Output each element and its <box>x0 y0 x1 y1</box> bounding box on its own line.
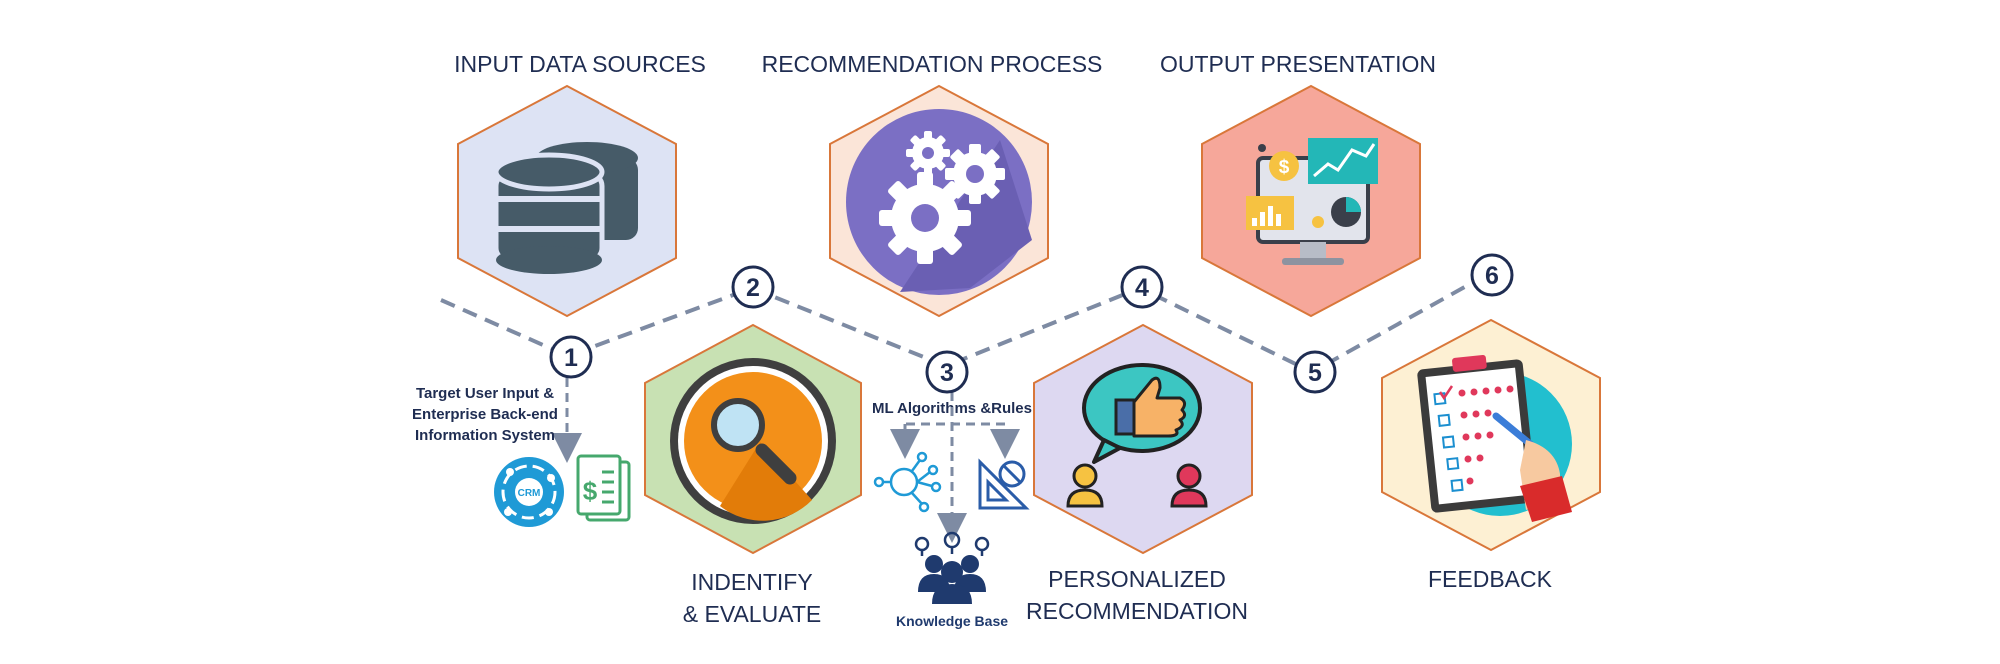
title-output-presentation: OUTPUT PRESENTATION <box>1160 51 1436 77</box>
clipboard-feedback-icon <box>1417 354 1572 522</box>
database-icon <box>493 142 638 274</box>
step-number-2: 2 <box>746 274 760 302</box>
invoice-dollar-icon: $ <box>583 476 598 506</box>
title-input-data-sources: INPUT DATA SOURCES <box>454 51 706 77</box>
magnifier-icon <box>670 358 836 524</box>
step1-label-line1: Target User Input & <box>416 385 554 402</box>
caption-identify-line2: & EVALUATE <box>683 601 821 627</box>
step-marker-6: 6 <box>1470 253 1514 297</box>
step-number-6: 6 <box>1485 262 1499 290</box>
step-marker-3: 3 <box>925 350 969 394</box>
arrow-step3-branches <box>903 422 1020 459</box>
knowledge-base-people-icon <box>914 531 990 604</box>
caption-personalized-line2: RECOMMENDATION <box>1026 598 1248 624</box>
step-number-4: 4 <box>1135 274 1149 302</box>
step-number-1: 1 <box>564 344 578 372</box>
dashboard-monitor-icon: $ <box>1246 138 1378 265</box>
step-number-5: 5 <box>1308 359 1322 387</box>
caption-feedback: FEEDBACK <box>1428 566 1553 592</box>
step-marker-5: 5 <box>1293 350 1337 394</box>
caption-identify-line1: INDENTIFY <box>691 569 812 595</box>
crm-badge-text: CRM <box>518 488 541 499</box>
step-marker-2: 2 <box>731 265 775 309</box>
step-marker-4: 4 <box>1120 265 1164 309</box>
gears-icon <box>846 109 1032 295</box>
invoice-document-icon: $ <box>576 454 631 522</box>
step-number-3: 3 <box>940 359 954 387</box>
knowledge-base-label: Knowledge Base <box>896 613 1008 629</box>
step-marker-1: 1 <box>549 335 593 379</box>
step1-label-line2: Enterprise Back-end <box>412 406 558 423</box>
network-nodes-icon <box>873 451 942 513</box>
caption-personalized-line1: PERSONALIZED <box>1048 566 1226 592</box>
step1-label-line3: Information System <box>415 427 555 444</box>
ruler-protractor-icon <box>978 458 1030 510</box>
dollar-sign-icon: $ <box>1279 157 1290 178</box>
crm-icon: CRM <box>494 457 564 527</box>
thumbs-up-bubble-icon <box>1066 363 1208 508</box>
title-recommendation-process: RECOMMENDATION PROCESS <box>762 51 1103 77</box>
